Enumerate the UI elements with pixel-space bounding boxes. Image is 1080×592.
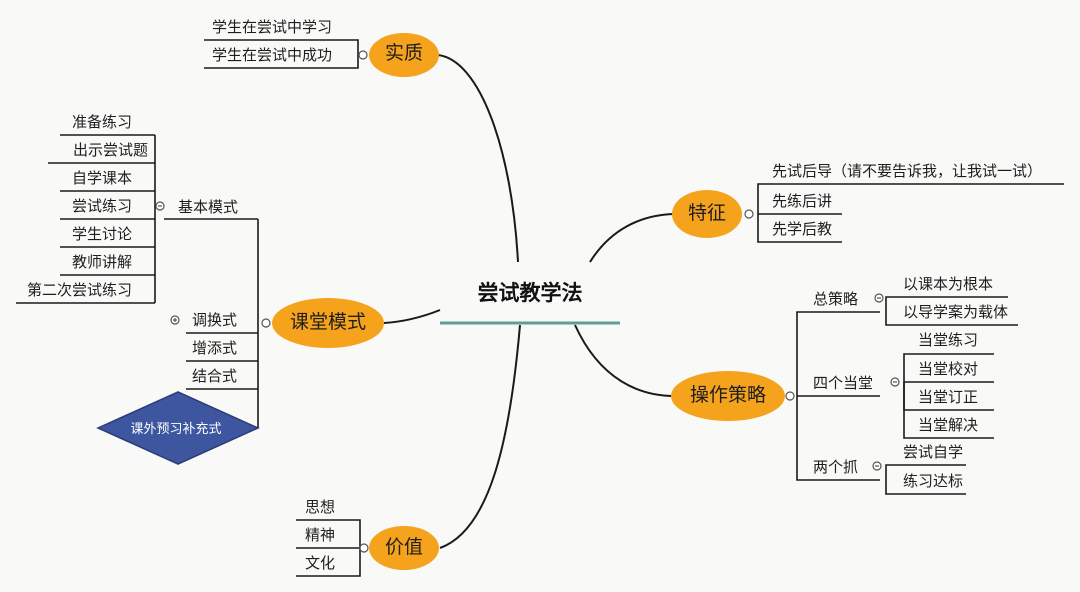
essence-item[interactable]: 学生在尝试中成功 bbox=[212, 46, 333, 64]
node-classroom[interactable]: 课堂模式 bbox=[289, 311, 366, 333]
strategy-four-item[interactable]: 当堂解决 bbox=[918, 416, 979, 434]
basic-mode-item[interactable]: 学生讨论 bbox=[71, 225, 132, 243]
node-classroom-shape bbox=[272, 298, 384, 348]
node-strategy[interactable]: 操作策略 bbox=[689, 384, 766, 406]
node-value[interactable]: 价值 bbox=[384, 536, 423, 558]
strategy-overall-label[interactable]: 总策略 bbox=[813, 290, 859, 308]
value-item[interactable]: 文化 bbox=[305, 554, 336, 572]
basic-mode-label[interactable]: 基本模式 bbox=[178, 198, 239, 216]
classroom-variant[interactable]: 结合式 bbox=[192, 367, 238, 385]
basic-mode-item[interactable]: 第二次尝试练习 bbox=[26, 281, 132, 299]
basic-mode-item[interactable]: 出示尝试题 bbox=[72, 141, 148, 159]
value-item[interactable]: 思想 bbox=[305, 498, 336, 516]
feature-item[interactable]: 先试后导（请不要告诉我，让我试一试） bbox=[772, 162, 1043, 180]
strategy-four-item[interactable]: 当堂订正 bbox=[918, 388, 979, 406]
value-item[interactable]: 精神 bbox=[305, 526, 336, 544]
strategy-overall-item[interactable]: 以课本为根本 bbox=[903, 275, 994, 293]
classroom-variant[interactable]: 调换式 bbox=[192, 311, 238, 329]
node-features[interactable]: 特征 bbox=[687, 202, 726, 224]
basic-mode-item[interactable]: 准备练习 bbox=[71, 113, 132, 131]
diamond-shape bbox=[96, 391, 260, 465]
node-value-shape bbox=[369, 526, 439, 570]
strategy-four-item[interactable]: 当堂练习 bbox=[918, 331, 979, 349]
feature-item[interactable]: 先练后讲 bbox=[772, 192, 833, 210]
strategy-two-item[interactable]: 练习达标 bbox=[903, 472, 964, 490]
node-features-shape bbox=[672, 190, 742, 238]
classroom-variant[interactable]: 增添式 bbox=[192, 339, 238, 357]
diamond-label[interactable]: 课外预习补充式 bbox=[130, 422, 222, 437]
strategy-two-label[interactable]: 两个抓 bbox=[813, 458, 859, 476]
strategy-four-label[interactable]: 四个当堂 bbox=[813, 374, 874, 392]
strategy-two-item[interactable]: 尝试自学 bbox=[903, 443, 964, 461]
strategy-four-item[interactable]: 当堂校对 bbox=[918, 360, 979, 378]
feature-item[interactable]: 先学后教 bbox=[772, 220, 833, 238]
node-essence-shape bbox=[369, 33, 439, 77]
strategy-overall-item[interactable]: 以导学案为载体 bbox=[903, 303, 1009, 321]
basic-mode-item[interactable]: 自学课本 bbox=[71, 169, 132, 187]
center-topic[interactable]: 尝试教学法 bbox=[477, 281, 583, 305]
basic-mode-item[interactable]: 尝试练习 bbox=[71, 197, 132, 215]
node-strategy-shape bbox=[671, 371, 785, 421]
basic-mode-item[interactable]: 教师讲解 bbox=[71, 253, 132, 271]
essence-item[interactable]: 学生在尝试中学习 bbox=[212, 18, 333, 36]
node-essence[interactable]: 实质 bbox=[384, 42, 423, 64]
